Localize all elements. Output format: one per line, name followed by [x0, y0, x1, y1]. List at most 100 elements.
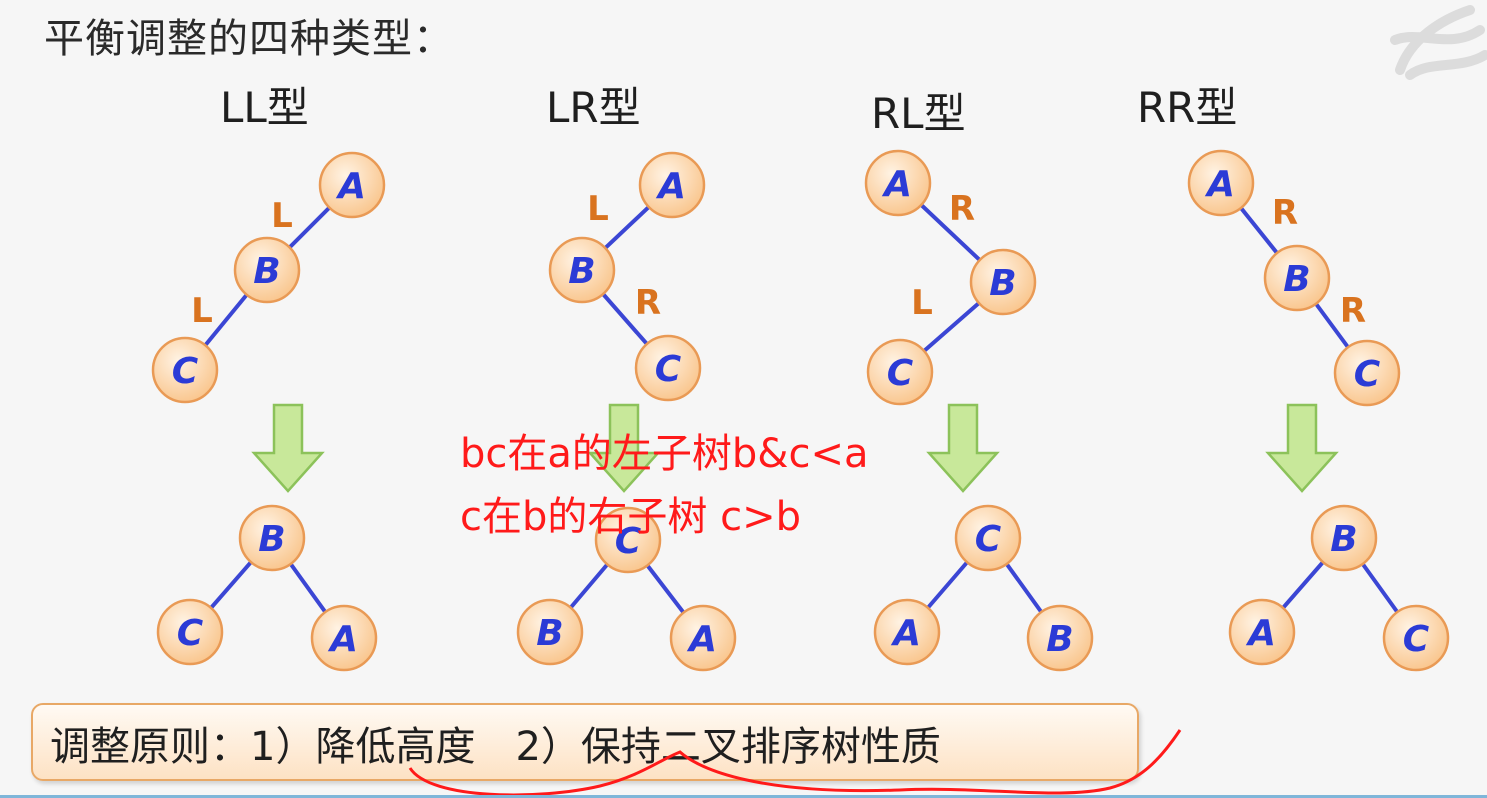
node-ll-before-a-circle — [318, 151, 386, 219]
edge-label-lr-2: R — [635, 283, 661, 323]
node-rl-after-c: C — [954, 504, 1022, 572]
node-ll-before-b-letter: B — [253, 251, 280, 292]
node-lr-before-b-circle — [548, 236, 616, 304]
node-rl-before-b: B — [969, 248, 1037, 316]
bottom-border — [0, 795, 1487, 798]
type-label-lr: LR型 — [546, 83, 641, 132]
edge-label-lr-1: L — [587, 189, 609, 229]
annotation-line-1: bc在a的左子树b&c<a — [460, 431, 869, 477]
node-rr-after-b-circle — [1310, 504, 1378, 572]
node-rl-before-b-circle — [969, 248, 1037, 316]
down-arrow-rr — [1265, 403, 1339, 493]
node-rl-after-b-circle — [1026, 604, 1094, 672]
node-rl-after-c-circle — [954, 504, 1022, 572]
down-arrow-ll — [251, 403, 325, 493]
node-lr-before-a: A — [638, 151, 706, 219]
node-lr-after-a: A — [669, 604, 737, 672]
node-lr-before-c: C — [634, 334, 702, 402]
edge-label-ll-1: L — [271, 196, 293, 236]
node-rr-after-c-letter: C — [1403, 619, 1430, 660]
node-lr-before-c-circle — [634, 334, 702, 402]
scribble-mark — [1390, 5, 1487, 80]
labels-layer: L L L R R L R R — [191, 189, 1366, 331]
node-rr-before-b-circle — [1263, 244, 1331, 312]
slide-title: 平衡调整的四种类型： — [44, 16, 454, 62]
node-ll-after-c-circle — [156, 598, 224, 666]
node-rl-before-a-circle — [864, 149, 932, 217]
principle-text: 调整原则：1）降低高度 2）保持二叉排序树性质 — [50, 724, 941, 770]
node-ll-after-b-letter: B — [258, 519, 285, 560]
edges-layer — [183, 181, 1418, 640]
node-rr-before-c-letter: C — [1354, 354, 1381, 395]
node-ll-after-c-letter: C — [177, 613, 204, 654]
node-lr-before-a-letter: A — [655, 166, 686, 207]
edge-label-ll-2: L — [191, 291, 213, 331]
type-label-ll: LL型 — [220, 83, 309, 132]
node-ll-after-c: C — [156, 598, 224, 666]
node-rl-before-c: C — [866, 338, 934, 406]
node-ll-before-c-circle — [151, 336, 219, 404]
node-rr-after-a-letter: A — [1245, 613, 1276, 654]
node-rl-after-a-circle — [873, 598, 941, 666]
node-rr-before-a: A — [1187, 149, 1255, 217]
arrows-layer — [251, 403, 1339, 493]
node-lr-after-c: C — [594, 506, 662, 574]
node-rr-after-c-circle — [1382, 604, 1450, 672]
node-ll-after-a-circle — [310, 604, 378, 672]
node-rl-after-a-letter: A — [890, 613, 921, 654]
annotation-line-2: c在b的右子树 c>b — [460, 494, 801, 540]
node-ll-after-a-letter: A — [327, 619, 358, 660]
type-label-rr: RR型 — [1137, 83, 1238, 132]
node-rr-after-b: B — [1310, 504, 1378, 572]
node-rl-before-c-letter: C — [887, 353, 914, 394]
node-rl-after-b-letter: B — [1046, 619, 1073, 660]
node-lr-after-b-circle — [516, 598, 584, 666]
node-rr-before-a-circle — [1187, 149, 1255, 217]
type-label-rl: RL型 — [871, 89, 966, 138]
node-rr-before-c: C — [1333, 339, 1401, 407]
edge-label-rl-1: R — [949, 189, 975, 229]
node-ll-before-a-letter: A — [335, 166, 366, 207]
node-lr-after-a-circle — [669, 604, 737, 672]
node-ll-after-b: B — [238, 504, 306, 572]
node-rr-before-c-circle — [1333, 339, 1401, 407]
node-lr-before-a-circle — [638, 151, 706, 219]
node-ll-after-b-circle — [238, 504, 306, 572]
node-rl-before-a: A — [864, 149, 932, 217]
node-rr-after-b-letter: B — [1330, 519, 1357, 560]
node-ll-after-a: A — [310, 604, 378, 672]
node-rl-before-a-letter: A — [881, 164, 912, 205]
node-lr-before-b-letter: B — [568, 251, 595, 292]
node-lr-before-c-letter: C — [655, 349, 682, 390]
node-ll-before-c: C — [151, 336, 219, 404]
decor-layer — [1390, 5, 1487, 80]
node-ll-before-a: A — [318, 151, 386, 219]
edge-label-rr-1: R — [1272, 193, 1298, 233]
node-lr-after-a-letter: A — [686, 619, 717, 660]
node-rl-before-c-circle — [866, 338, 934, 406]
node-ll-before-c-letter: C — [172, 351, 199, 392]
node-rr-before-b: B — [1263, 244, 1331, 312]
node-ll-before-b-circle — [233, 236, 301, 304]
down-arrow-lr — [587, 403, 661, 493]
down-arrow-rl — [926, 403, 1000, 493]
node-ll-before-b: B — [233, 236, 301, 304]
node-rr-before-a-letter: A — [1204, 164, 1235, 205]
node-rl-after-a: A — [873, 598, 941, 666]
node-lr-after-c-letter: C — [615, 521, 642, 562]
node-rr-before-b-letter: B — [1283, 259, 1310, 300]
node-lr-after-b-letter: B — [536, 613, 563, 654]
node-lr-after-b: B — [516, 598, 584, 666]
node-rl-before-b-letter: B — [989, 263, 1016, 304]
edge-label-rr-2: R — [1340, 291, 1366, 331]
node-rr-after-a: A — [1228, 598, 1296, 666]
node-rr-after-a-circle — [1228, 598, 1296, 666]
node-rr-after-c: C — [1382, 604, 1450, 672]
nodes-layer: A B C B C A A B C C B A A B C C A B A B C B A C — [151, 149, 1450, 672]
edge-label-rl-2: L — [911, 283, 933, 323]
node-rl-after-c-letter: C — [975, 519, 1002, 560]
node-rl-after-b: B — [1026, 604, 1094, 672]
node-lr-before-b: B — [548, 236, 616, 304]
node-lr-after-c-circle — [594, 506, 662, 574]
